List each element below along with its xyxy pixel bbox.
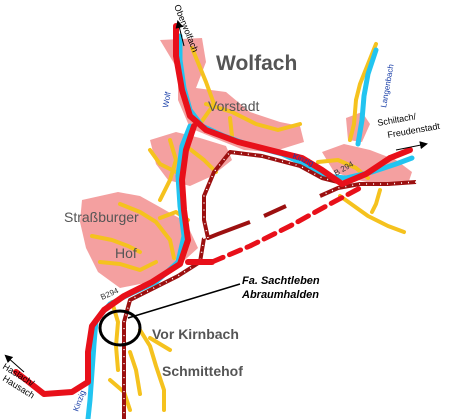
river-langenbach (355, 47, 379, 147)
local-road (184, 144, 218, 174)
annotation-company: Fa. Sachtleben (242, 275, 320, 287)
river-label-wolf: Wolf (161, 90, 173, 108)
town-title: Wolfach (216, 52, 297, 75)
local-road (370, 188, 382, 214)
local-road (90, 234, 142, 254)
river-label-langenbach: Langenbach (379, 63, 396, 108)
local-road (128, 350, 142, 396)
local-road (354, 42, 378, 102)
local-road (228, 116, 234, 138)
local-road (148, 148, 178, 174)
annotation-leader (127, 283, 241, 319)
annotation-waste-heaps: Abraumhalden (241, 289, 319, 301)
main-road-b294 (13, 23, 413, 397)
place-label-hof: Hof (115, 245, 137, 261)
local-road (204, 102, 302, 132)
local-road (190, 46, 216, 126)
arrow-oberwolfach (175, 20, 185, 47)
local-road (118, 202, 176, 260)
local-road (348, 98, 358, 142)
railway-ticks (123, 151, 417, 419)
b294-south (13, 123, 197, 397)
place-label-schmittehof: Schmittehof (162, 363, 243, 379)
arrow-haslach (4, 354, 25, 373)
place-label-strassburger: Straßburger (64, 209, 139, 225)
place-label-vorstadt: Vorstadt (208, 98, 259, 114)
local-road (98, 260, 158, 272)
waste-heap-marker (98, 309, 142, 347)
b294-north-west (173, 23, 393, 187)
place-label-vor-kirnbach: Vor Kirnbach (152, 326, 239, 342)
railway-line-south (122, 237, 206, 419)
arrow-schiltach (395, 141, 428, 151)
local-road (108, 378, 132, 412)
local-road (148, 336, 172, 352)
railway (122, 150, 417, 419)
b294-bypass-planned (209, 185, 363, 265)
local-roads (90, 42, 406, 412)
local-road (138, 328, 166, 412)
b294-to-schiltach (387, 147, 413, 161)
direction-arrows (4, 20, 428, 373)
local-road (338, 194, 406, 234)
